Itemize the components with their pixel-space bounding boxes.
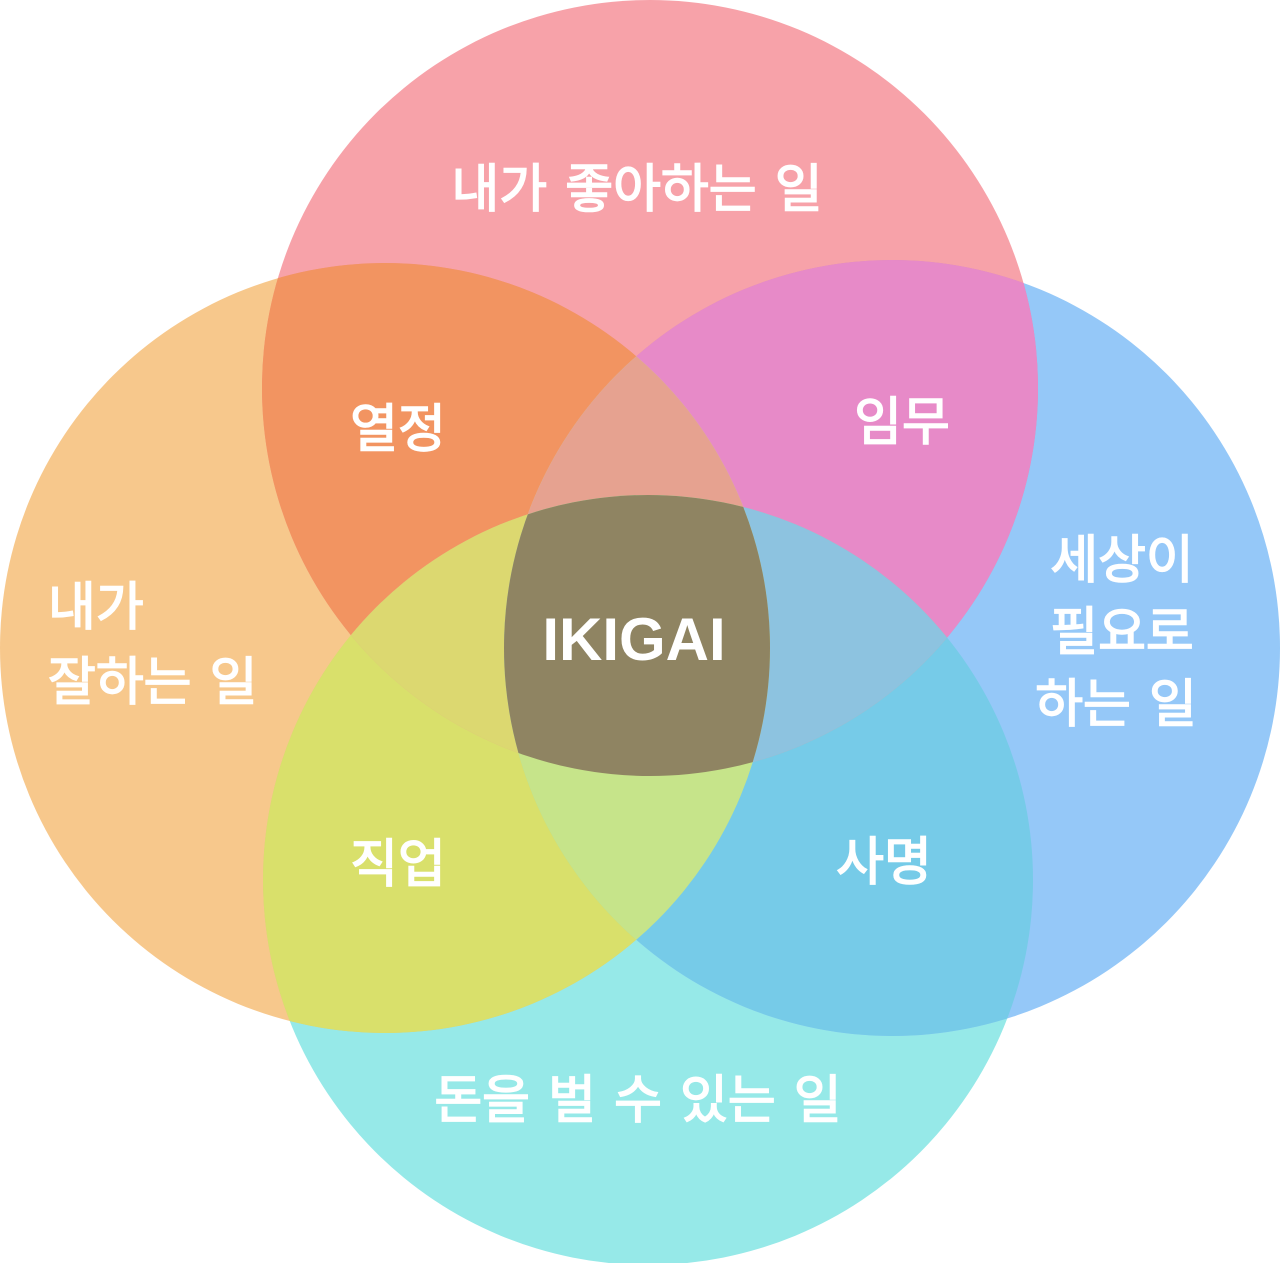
overlap-top-right-label: 임무: [854, 393, 950, 453]
circle-right-label-line3: 하는 일: [1035, 675, 1197, 735]
circle-top-label: 내가 좋아하는 일: [451, 160, 822, 220]
ikigai-center-label: IKIGAI: [542, 606, 725, 673]
overlap-top-left-label: 열정: [350, 400, 446, 460]
overlap-bottom-right-label: 사명: [836, 833, 932, 893]
circle-left-label-line2: 잘하는 일: [48, 653, 257, 713]
circle-right-label-line1: 세상이: [1050, 531, 1194, 591]
circle-left-label-line1: 내가: [48, 578, 144, 638]
circle-bottom-label: 돈을 벌 수 있는 일: [434, 1071, 841, 1131]
circle-right-label-line2: 필요로: [1050, 603, 1194, 663]
overlap-bottom-left-label: 직업: [350, 835, 446, 895]
